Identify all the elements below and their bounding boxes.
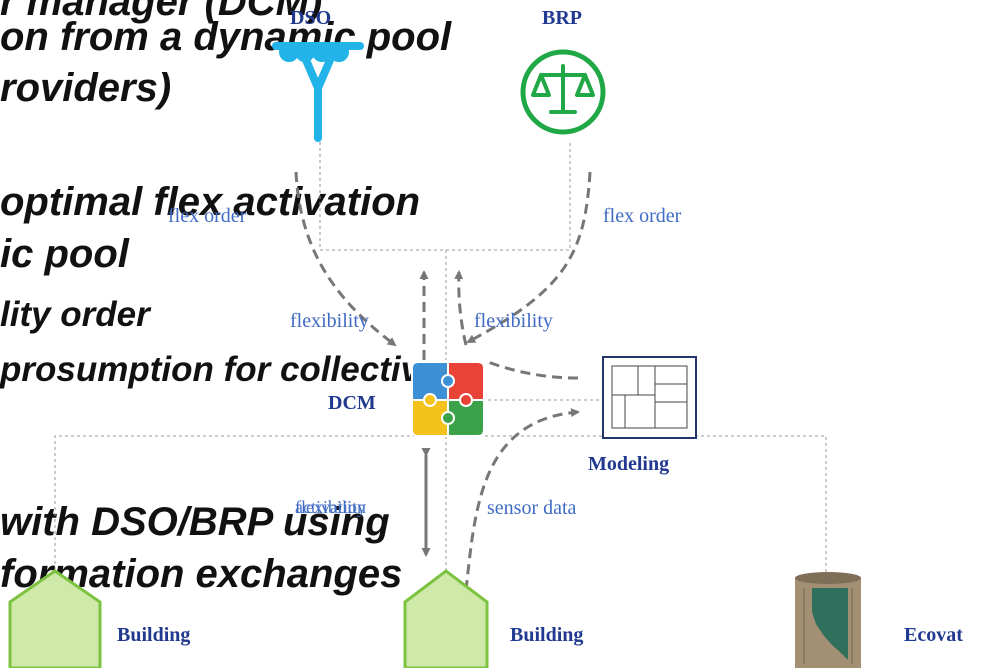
flexibility-right-label: flexibility	[474, 310, 553, 332]
dso-label: DSO	[290, 7, 332, 29]
building-left-label: Building	[117, 624, 191, 646]
bg-text-line-8: with DSO/BRP using	[0, 500, 390, 544]
bg-text-line-5: ic pool	[0, 232, 129, 276]
bg-text-line-6: lity order	[0, 295, 150, 334]
arrow-dso-to-dcm	[294, 171, 397, 347]
storage-tank-icon	[795, 572, 861, 668]
puzzle-icon	[411, 361, 485, 437]
scales-of-justice-icon	[520, 49, 606, 135]
activation-low-label: activation	[295, 497, 366, 517]
flexibility-left-label: flexibility	[290, 310, 369, 332]
arrow-building-sensor-to-modeling	[464, 408, 580, 591]
flexibility-low-label: flexibility	[295, 497, 366, 517]
arrow-dcm-up-right	[454, 270, 468, 346]
house-icon	[8, 569, 102, 668]
bg-text-line-2: on from a dynamic pool	[0, 15, 452, 59]
modeling-label: Modeling	[588, 453, 670, 475]
guide-lines	[54, 142, 827, 600]
ecovat-label: Ecovat	[904, 624, 963, 646]
flex-order-left-label: flex order	[168, 205, 247, 227]
arrow-modeling-to-dcm	[487, 360, 579, 380]
power-pylon-icon	[272, 42, 364, 142]
floor-plan-icon	[602, 356, 697, 439]
sensor-data-label: sensor data	[487, 497, 577, 519]
building-mid-label: Building	[510, 624, 584, 646]
bg-text-line-4: optimal flex activation	[0, 180, 421, 224]
bg-text-line-3: roviders)	[0, 66, 172, 110]
dcm-label: DCM	[328, 392, 376, 414]
bg-text-line-1: r manager (DCM)	[0, 0, 323, 24]
brp-label: BRP	[542, 7, 582, 29]
arrow-brp-to-dcm	[466, 171, 592, 344]
flex-order-right-label: flex order	[603, 205, 682, 227]
flow-arrows	[294, 171, 592, 591]
bg-text-line-7: prosumption for collective	[0, 350, 440, 389]
house-icon	[403, 569, 489, 668]
